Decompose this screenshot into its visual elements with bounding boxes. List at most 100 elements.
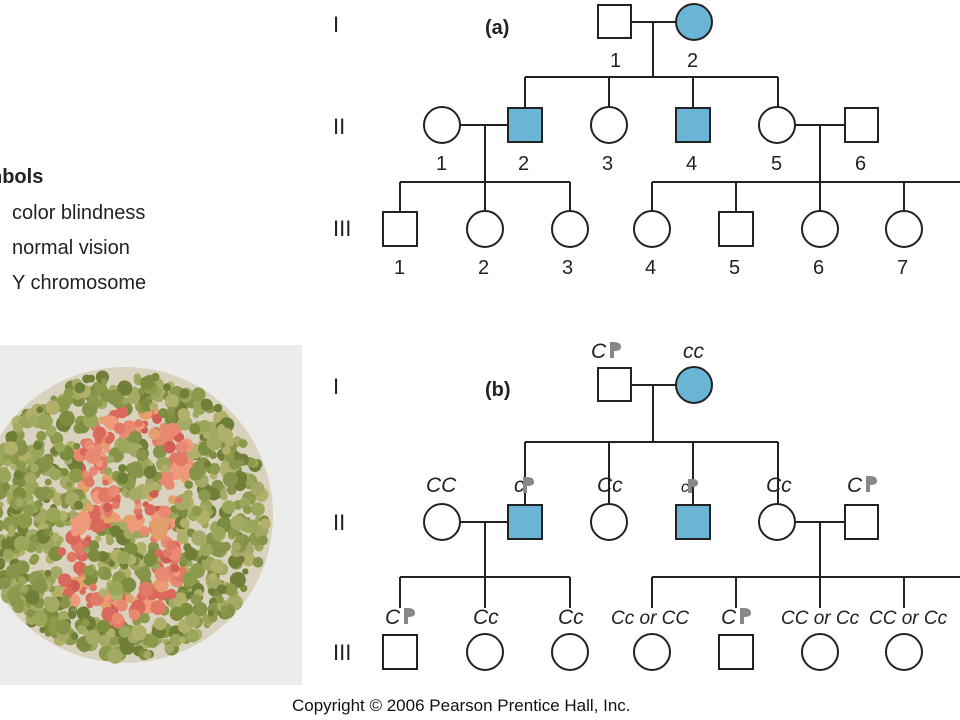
plate-dot bbox=[104, 435, 114, 445]
plate-dot bbox=[108, 560, 115, 567]
plate-dot bbox=[132, 530, 141, 539]
plate-dot bbox=[203, 431, 210, 439]
plate-dot bbox=[56, 619, 71, 635]
plate-dot bbox=[128, 609, 141, 621]
plate-dot bbox=[42, 487, 50, 495]
b-gen2-male-6 bbox=[844, 504, 879, 540]
plate-dot bbox=[13, 535, 30, 552]
plate-dot bbox=[15, 498, 24, 507]
y-chromosome-icon bbox=[866, 476, 877, 492]
plate-dot bbox=[241, 552, 256, 567]
plate-dot bbox=[208, 463, 221, 475]
a-gen2-male-4 bbox=[675, 107, 711, 143]
plate-dot bbox=[36, 414, 53, 430]
copyright-text: Copyright © 2006 Pearson Prentice Hall, … bbox=[292, 696, 631, 715]
plate-dot bbox=[74, 500, 84, 510]
plate-dot bbox=[81, 618, 90, 627]
plate-dot bbox=[76, 640, 85, 650]
plate-dot bbox=[222, 446, 231, 455]
plate-dot bbox=[164, 479, 175, 490]
plate-dot bbox=[17, 576, 27, 585]
a-gen2-number-5: 5 bbox=[771, 153, 782, 175]
plate-dot bbox=[204, 460, 211, 468]
legend-item-normal-vision: normal vision bbox=[12, 237, 130, 259]
plate-dot bbox=[39, 626, 46, 633]
plate-dot bbox=[50, 566, 63, 579]
plate-dot bbox=[96, 619, 110, 633]
plate-dot bbox=[70, 632, 79, 640]
plate-dot bbox=[29, 534, 39, 544]
a-gen2-number-1: 1 bbox=[436, 153, 447, 175]
plate-dot bbox=[166, 588, 177, 600]
plate-dot bbox=[165, 394, 179, 408]
a-gen2-female-5 bbox=[758, 106, 796, 144]
plate-dot bbox=[200, 398, 213, 411]
plate-dot bbox=[154, 549, 163, 558]
plate-dot bbox=[116, 551, 130, 565]
plate-dot bbox=[209, 451, 218, 459]
plate-dot bbox=[230, 515, 246, 531]
b-gen3-genotype-2: Cc bbox=[473, 606, 499, 629]
plate-dot bbox=[105, 534, 113, 541]
b-gen1-genotype-2: cc bbox=[683, 340, 705, 363]
b-gen3-genotype-3: Cc bbox=[558, 606, 584, 629]
plate-dot bbox=[209, 572, 217, 581]
b-gen1-male-1 bbox=[597, 367, 632, 402]
plate-dot bbox=[49, 468, 62, 481]
plate-dot bbox=[147, 548, 156, 557]
plate-dot bbox=[26, 609, 35, 618]
gen-label-b-i: I bbox=[333, 374, 339, 399]
plate-dot bbox=[242, 568, 249, 575]
plate-dot bbox=[59, 598, 71, 609]
plate-dot bbox=[250, 502, 265, 517]
plate-dot bbox=[139, 612, 150, 624]
plate-dot bbox=[185, 613, 200, 628]
plate-dot bbox=[171, 564, 180, 573]
plate-dot bbox=[36, 430, 47, 442]
plate-dot bbox=[87, 549, 101, 562]
plate-dot bbox=[68, 510, 77, 519]
plate-dot bbox=[199, 543, 213, 557]
b-gen2-genotype-2: c bbox=[514, 474, 525, 497]
y-chromosome-icon bbox=[688, 479, 698, 493]
plate-dot bbox=[189, 465, 204, 480]
plate-dot bbox=[44, 478, 52, 486]
plate-dot bbox=[231, 542, 241, 552]
plate-dot bbox=[220, 605, 228, 612]
b-gen3-female-2 bbox=[466, 633, 504, 671]
plate-dot bbox=[36, 406, 44, 414]
plate-dot bbox=[135, 541, 147, 554]
plate-dot bbox=[152, 413, 163, 424]
plate-dot bbox=[158, 505, 171, 518]
plate-dot bbox=[103, 502, 113, 513]
b-gen2-female-1 bbox=[423, 503, 461, 541]
y-chromosome-icon bbox=[610, 342, 621, 358]
plate-dot bbox=[161, 464, 170, 473]
plate-dot bbox=[90, 518, 105, 533]
a-gen2-number-6: 6 bbox=[855, 153, 866, 175]
plate-dot bbox=[191, 506, 202, 517]
plate-dot bbox=[238, 439, 248, 448]
plate-dot bbox=[0, 519, 5, 532]
plate-dot bbox=[166, 540, 177, 551]
plate-dot bbox=[88, 466, 99, 476]
plate-dot bbox=[30, 553, 40, 563]
a-gen1-number-2: 2 bbox=[687, 50, 698, 72]
plate-dot bbox=[115, 405, 129, 419]
plate-dot bbox=[164, 413, 177, 425]
plate-dot bbox=[89, 583, 97, 592]
b-gen2-genotype-1: CC bbox=[426, 474, 457, 497]
plate-dot bbox=[83, 413, 99, 429]
b-gen3-genotype-1: C bbox=[385, 606, 401, 629]
plate-dot bbox=[121, 577, 137, 593]
panel-label-b: (b) bbox=[485, 379, 511, 401]
plate-dot bbox=[175, 496, 183, 504]
plate-dot bbox=[189, 423, 201, 435]
plate-dot bbox=[166, 406, 176, 416]
plate-dot bbox=[118, 464, 127, 473]
a-gen2-female-1 bbox=[423, 106, 461, 144]
a-gen2-number-3: 3 bbox=[602, 153, 613, 175]
a-gen3-female-3 bbox=[551, 210, 589, 248]
a-gen3-number-7: 7 bbox=[897, 257, 908, 279]
plate-dot bbox=[179, 636, 186, 643]
